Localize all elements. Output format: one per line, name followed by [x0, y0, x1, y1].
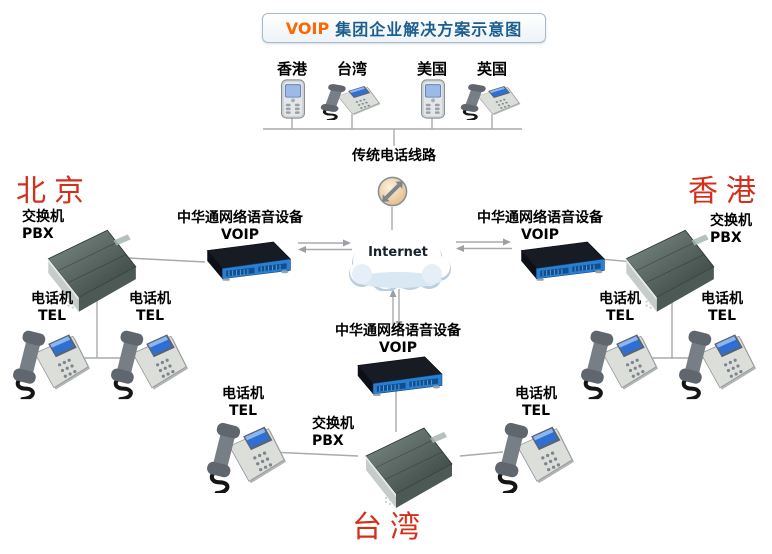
voip-gateway-icon-taiwan [342, 352, 452, 396]
globe-exchange-icon [376, 175, 409, 208]
pstn-line-label: 传统电话线路 [352, 148, 436, 164]
title-text: 集团企业解决方案示意图 [335, 20, 523, 39]
pbx-label-beijing: 交换机 PBX [22, 209, 64, 242]
pstn-label-taiwan: 台湾 [336, 60, 367, 78]
tel-label: 电话机 TEL [515, 386, 557, 419]
region-name-beijing: 北京 [16, 175, 92, 208]
voip-label-hongkong: 中华通网络语音设备 VOIP [477, 210, 603, 243]
tel-label: 电话机 TEL [222, 386, 264, 419]
mobile-phone-icon [278, 78, 308, 120]
pbx-label-hongkong: 交换机 PBX [710, 213, 752, 246]
tel-label: 电话机 TEL [599, 291, 641, 324]
internet-label: Internet [368, 245, 428, 260]
voip-label-beijing: 中华通网络语音设备 VOIP [177, 210, 303, 243]
desk-phone-icon [678, 322, 758, 400]
diagram-title: VOIP 集团企业解决方案示意图 [262, 13, 546, 43]
voip-gateway-icon-hongkong [508, 237, 612, 281]
mobile-phone-icon [418, 78, 448, 120]
desk-phone-icon [206, 414, 288, 494]
desk-phone-icon [12, 322, 92, 400]
pstn-label-hongkong: 香港 [276, 60, 307, 78]
region-name-hongkong: 香港 [688, 175, 764, 208]
tel-label: 电话机 TEL [701, 291, 743, 324]
tel-label: 电话机 TEL [31, 291, 73, 324]
desk-phone-icon [494, 414, 576, 494]
pstn-label-usa: 美国 [416, 60, 447, 78]
desk-phone-icon [320, 80, 382, 120]
voip-gateway-icon-beijing [194, 237, 298, 281]
region-name-taiwan: 台湾 [352, 511, 428, 544]
desk-phone-icon [110, 322, 190, 400]
pbx-label-taiwan: 交换机 PBX [312, 416, 354, 449]
tel-label: 电话机 TEL [129, 291, 171, 324]
voip-label-taiwan: 中华通网络语音设备 VOIP [335, 323, 461, 356]
desk-phone-icon [580, 322, 660, 400]
pstn-label-uk: 英国 [476, 60, 507, 78]
desk-phone-icon [460, 80, 522, 120]
title-brand: VOIP [285, 18, 330, 38]
